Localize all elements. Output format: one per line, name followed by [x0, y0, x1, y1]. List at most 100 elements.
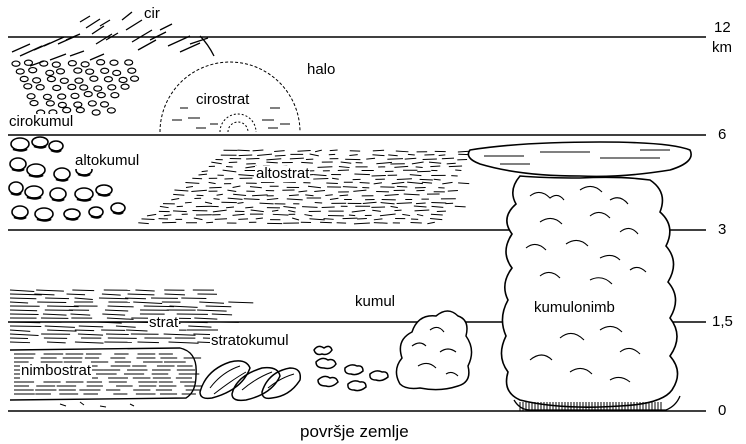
- cirrocumulus-puff: [131, 76, 139, 81]
- altostratus-stroke: [245, 207, 253, 208]
- altostratus-stroke: [372, 155, 384, 156]
- altitude-label-12: 12: [714, 20, 731, 36]
- altocumulus-cloud: [9, 137, 125, 221]
- altostratus-stroke: [388, 155, 397, 156]
- altostratus-stroke: [449, 166, 462, 167]
- altostratus-stroke: [352, 210, 365, 212]
- altitude-unit: km: [712, 40, 732, 56]
- stratus-stroke: [102, 294, 121, 295]
- altostratus-stroke: [260, 203, 274, 204]
- stratus-stroke: [45, 326, 75, 327]
- stratus-stroke: [228, 302, 253, 303]
- cirrocumulus-puff: [121, 84, 129, 89]
- cirrocumulus-puff: [33, 78, 41, 83]
- altostratus-stroke: [422, 182, 432, 183]
- stratus-stroke: [67, 294, 86, 295]
- altostratus-stroke: [315, 150, 322, 152]
- altostratus-stroke: [434, 179, 441, 180]
- stratus-stroke: [71, 314, 91, 315]
- altostratus-stroke: [314, 191, 325, 192]
- cirrocumulus-puff: [24, 84, 32, 89]
- altostratus-stroke: [442, 158, 454, 159]
- cirrocumulus-cloud: [12, 60, 139, 116]
- altostratus-stroke: [430, 166, 440, 167]
- altostratus-stroke: [202, 171, 208, 172]
- stratus-stroke: [45, 298, 69, 299]
- altostratus-stroke: [405, 158, 417, 159]
- stratus-stroke: [164, 294, 184, 295]
- altostratus-stroke: [310, 154, 319, 156]
- label-cirokumul: cirokumul: [8, 114, 74, 130]
- stratus-stroke: [197, 310, 227, 311]
- altostratus-stroke: [141, 219, 154, 220]
- cirrocumulus-puff: [71, 93, 79, 98]
- altitude-label-1-5: 1,5: [712, 314, 733, 330]
- altostratus-stroke: [392, 182, 405, 183]
- cirrocumulus-puff: [58, 94, 66, 99]
- cirrocumulus-puff: [128, 68, 136, 73]
- altostratus-stroke: [397, 179, 412, 180]
- altostratus-stroke: [349, 215, 355, 216]
- altostratus-stroke: [199, 174, 208, 175]
- stratus-stroke: [206, 306, 232, 307]
- altostratus-stroke: [325, 195, 332, 196]
- altostratus-stroke: [217, 194, 223, 195]
- stratus-stroke: [10, 342, 30, 343]
- label-altostrat: altostrat: [255, 166, 310, 182]
- label-cirostrat: cirostrat: [195, 92, 250, 108]
- cirrocumulus-puff: [30, 100, 38, 105]
- altostratus-stroke: [414, 206, 427, 207]
- altostratus-stroke: [228, 198, 243, 199]
- cirrocumulus-puff: [63, 108, 71, 113]
- altostratus-stroke: [415, 210, 430, 211]
- cirrocumulus-puff: [125, 60, 133, 65]
- cirrocumulus-puff: [43, 94, 51, 99]
- label-kumul: kumul: [354, 294, 396, 310]
- cirrocumulus-puff: [46, 101, 54, 106]
- stratus-stroke: [105, 310, 128, 311]
- altostratus-stroke: [458, 151, 469, 152]
- cirrocumulus-puff: [27, 94, 35, 99]
- stratus-stroke: [75, 298, 93, 299]
- altocumulus-puff: [49, 141, 63, 151]
- cirrocumulus-puff: [97, 60, 105, 65]
- stratus-stroke: [107, 318, 134, 319]
- altostratus-stroke: [396, 151, 409, 152]
- altostratus-stroke: [340, 195, 349, 196]
- altostratus-stroke: [353, 190, 366, 191]
- altostratus-stroke: [238, 150, 250, 151]
- cirrocumulus-puff: [20, 76, 28, 81]
- altostratus-stroke: [267, 199, 278, 200]
- altostratus-cloud: [138, 150, 473, 224]
- cirrocumulus-puff: [29, 68, 37, 73]
- altostratus-stroke: [283, 206, 295, 208]
- altostratus-stroke: [323, 219, 333, 220]
- altostratus-stroke: [209, 187, 221, 188]
- altostratus-stroke: [343, 187, 357, 188]
- altostratus-stroke: [237, 203, 243, 204]
- stratus-stroke: [10, 298, 36, 299]
- altostratus-stroke: [290, 158, 304, 159]
- stratus-stroke: [169, 306, 197, 307]
- altostratus-stroke: [160, 206, 169, 207]
- altostratus-stroke: [318, 167, 333, 168]
- altostratus-stroke: [374, 219, 383, 220]
- altostratus-stroke: [244, 199, 260, 200]
- altostratus-stroke: [205, 202, 212, 204]
- altostratus-stroke: [233, 186, 241, 187]
- altostratus-stroke: [246, 158, 259, 159]
- altostratus-stroke: [213, 199, 219, 200]
- altostratus-stroke: [397, 186, 407, 187]
- stratus-stroke: [99, 298, 128, 299]
- altostratus-stroke: [380, 214, 396, 216]
- altostratus-stroke: [292, 218, 299, 220]
- altostratus-stroke: [381, 203, 395, 204]
- stratus-stroke: [10, 334, 39, 335]
- stratus-stroke: [135, 290, 154, 291]
- altostratus-stroke: [223, 170, 237, 172]
- cirrocumulus-puff: [53, 85, 61, 90]
- stratus-stroke: [184, 322, 208, 323]
- altostratus-stroke: [410, 175, 422, 176]
- stratus-stroke: [137, 342, 158, 343]
